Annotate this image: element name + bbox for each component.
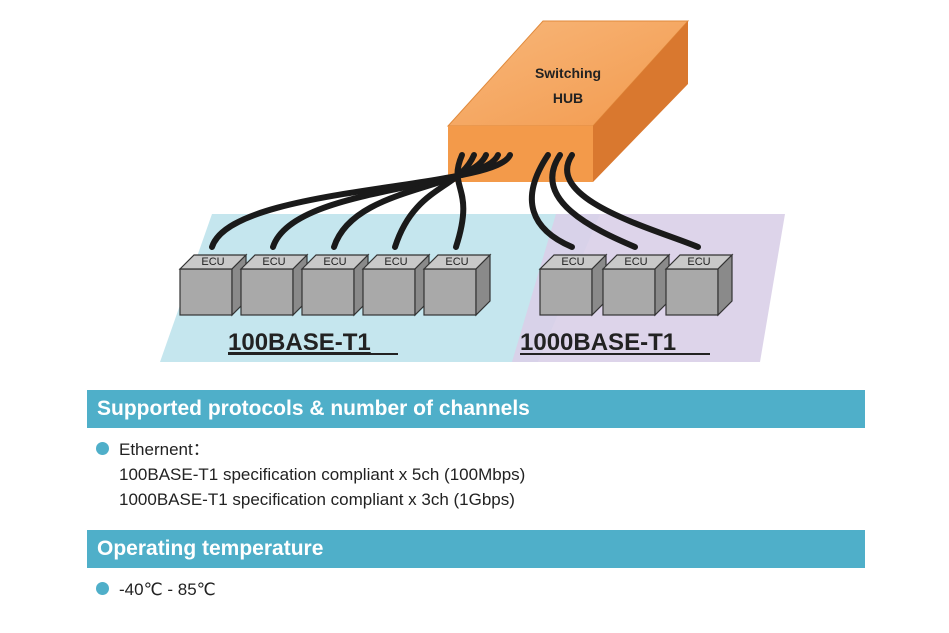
protocols-line-1000base: 1000BASE-T1 specification compliant x 3c… bbox=[119, 490, 515, 509]
cable bbox=[564, 152, 701, 250]
temperature-heading: Operating temperature bbox=[87, 530, 865, 568]
group-100base-label: 100BASE-T1 bbox=[228, 329, 371, 356]
ecu-label: ECU bbox=[561, 256, 584, 268]
protocols-item-title: Ethernent： bbox=[119, 440, 210, 459]
cable bbox=[392, 152, 477, 250]
cable bbox=[331, 152, 489, 250]
group-1000base-label: 1000BASE-T1 bbox=[520, 329, 676, 356]
ecu-group: ECU ECU ECU ECU ECU ECU ECU ECU bbox=[178, 253, 734, 317]
ecu-label: ECU bbox=[624, 256, 647, 268]
protocols-item: Ethernent： 100BASE-T1 specification comp… bbox=[96, 437, 525, 512]
ecu-box: ECU bbox=[664, 253, 734, 317]
bullet-icon bbox=[96, 582, 109, 595]
ecu-box: ECU bbox=[361, 253, 431, 317]
cable bbox=[529, 152, 575, 250]
ecu-box: ECU bbox=[601, 253, 671, 317]
ecu-label: ECU bbox=[445, 256, 468, 268]
ecu-label: ECU bbox=[687, 256, 710, 268]
ecu-box: ECU bbox=[422, 253, 492, 317]
hub-label-line2: HUB bbox=[553, 90, 583, 106]
ecu-label: ECU bbox=[384, 256, 407, 268]
cable bbox=[209, 152, 513, 250]
temperature-item: -40℃ - 85℃ bbox=[96, 577, 216, 602]
temperature-value: -40℃ - 85℃ bbox=[119, 580, 216, 599]
ecu-box: ECU bbox=[178, 253, 248, 317]
hub-label-line1: Switching bbox=[535, 65, 601, 81]
ecu-box: ECU bbox=[538, 253, 608, 317]
cable bbox=[453, 152, 467, 250]
network-diagram: Switching HUB ECU ECU ECU ECU ECU ECU ECU ECU 1… bbox=[160, 20, 785, 362]
cable bbox=[549, 152, 638, 250]
cable-group bbox=[209, 152, 701, 250]
ecu-label: ECU bbox=[201, 256, 224, 268]
protocols-line-100base: 100BASE-T1 specification compliant x 5ch… bbox=[119, 465, 526, 484]
ecu-label: ECU bbox=[262, 256, 285, 268]
protocols-heading: Supported protocols & number of channels bbox=[87, 390, 865, 428]
cable bbox=[270, 152, 501, 250]
bullet-icon bbox=[96, 442, 109, 455]
ecu-box: ECU bbox=[239, 253, 309, 317]
ecu-box: ECU bbox=[300, 253, 370, 317]
switching-hub: Switching HUB bbox=[446, 20, 690, 182]
ecu-label: ECU bbox=[323, 256, 346, 268]
